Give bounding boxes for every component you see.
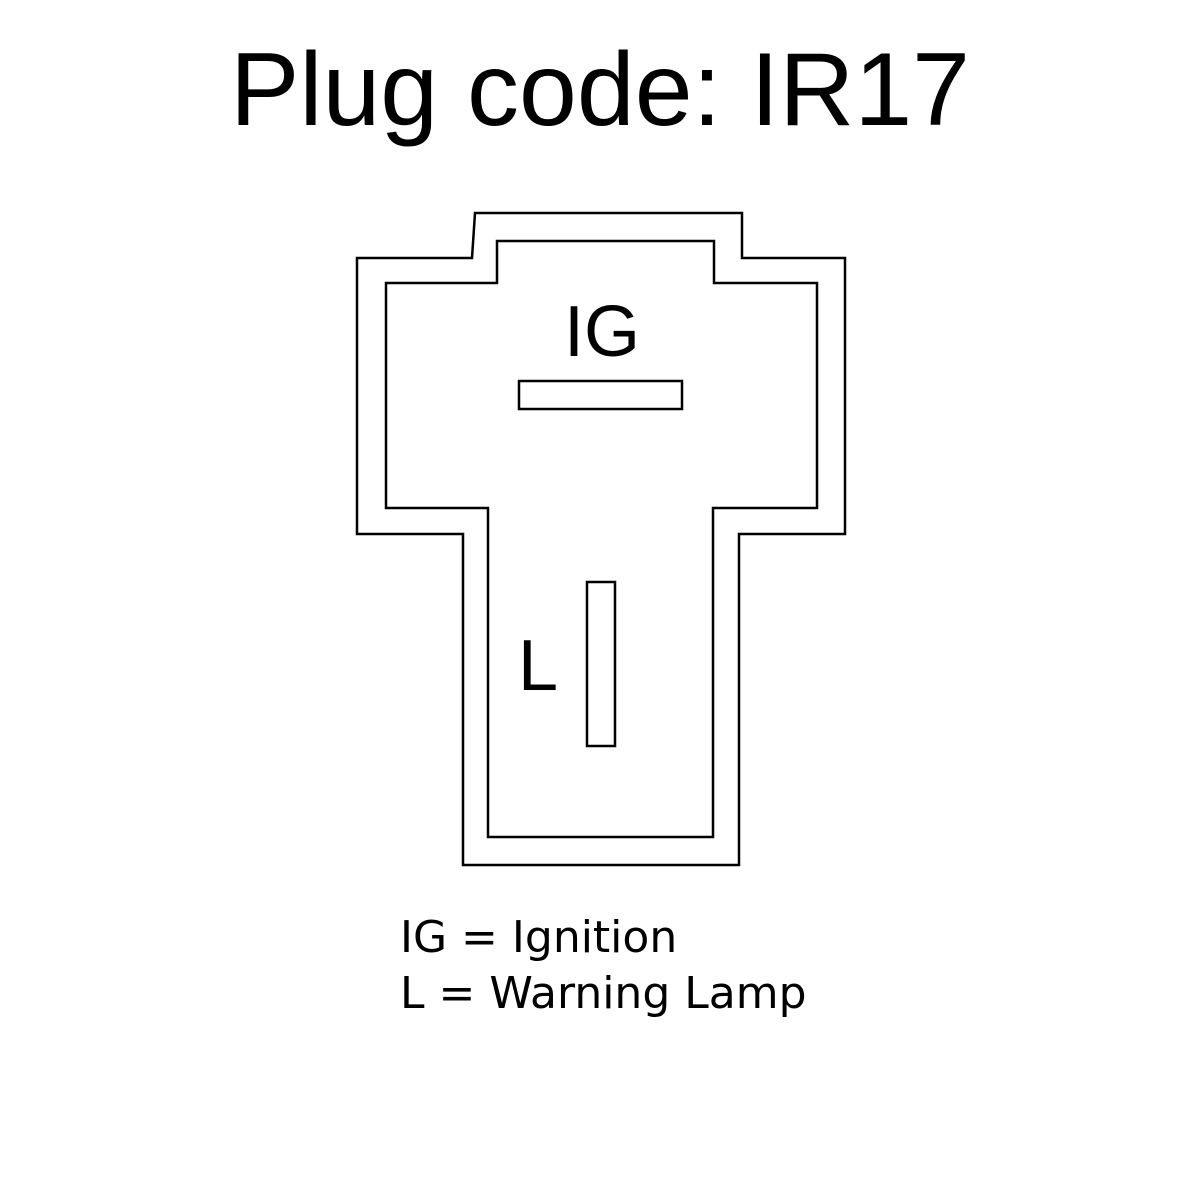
connector-outer-outline — [355, 211, 847, 867]
pin-legend: IG = Ignition L = Warning Lamp — [400, 910, 807, 1022]
page-title: Plug code: IR17 — [229, 32, 971, 148]
connector-inner-outline — [384, 239, 819, 839]
legend-item-l: L = Warning Lamp — [400, 968, 807, 1019]
l-terminal-label: L — [518, 626, 558, 706]
ig-terminal-label: IG — [564, 292, 640, 372]
ig-terminal-pin — [517, 379, 684, 411]
legend-item-ig: IG = Ignition — [400, 912, 678, 963]
l-terminal-pin — [585, 580, 617, 748]
